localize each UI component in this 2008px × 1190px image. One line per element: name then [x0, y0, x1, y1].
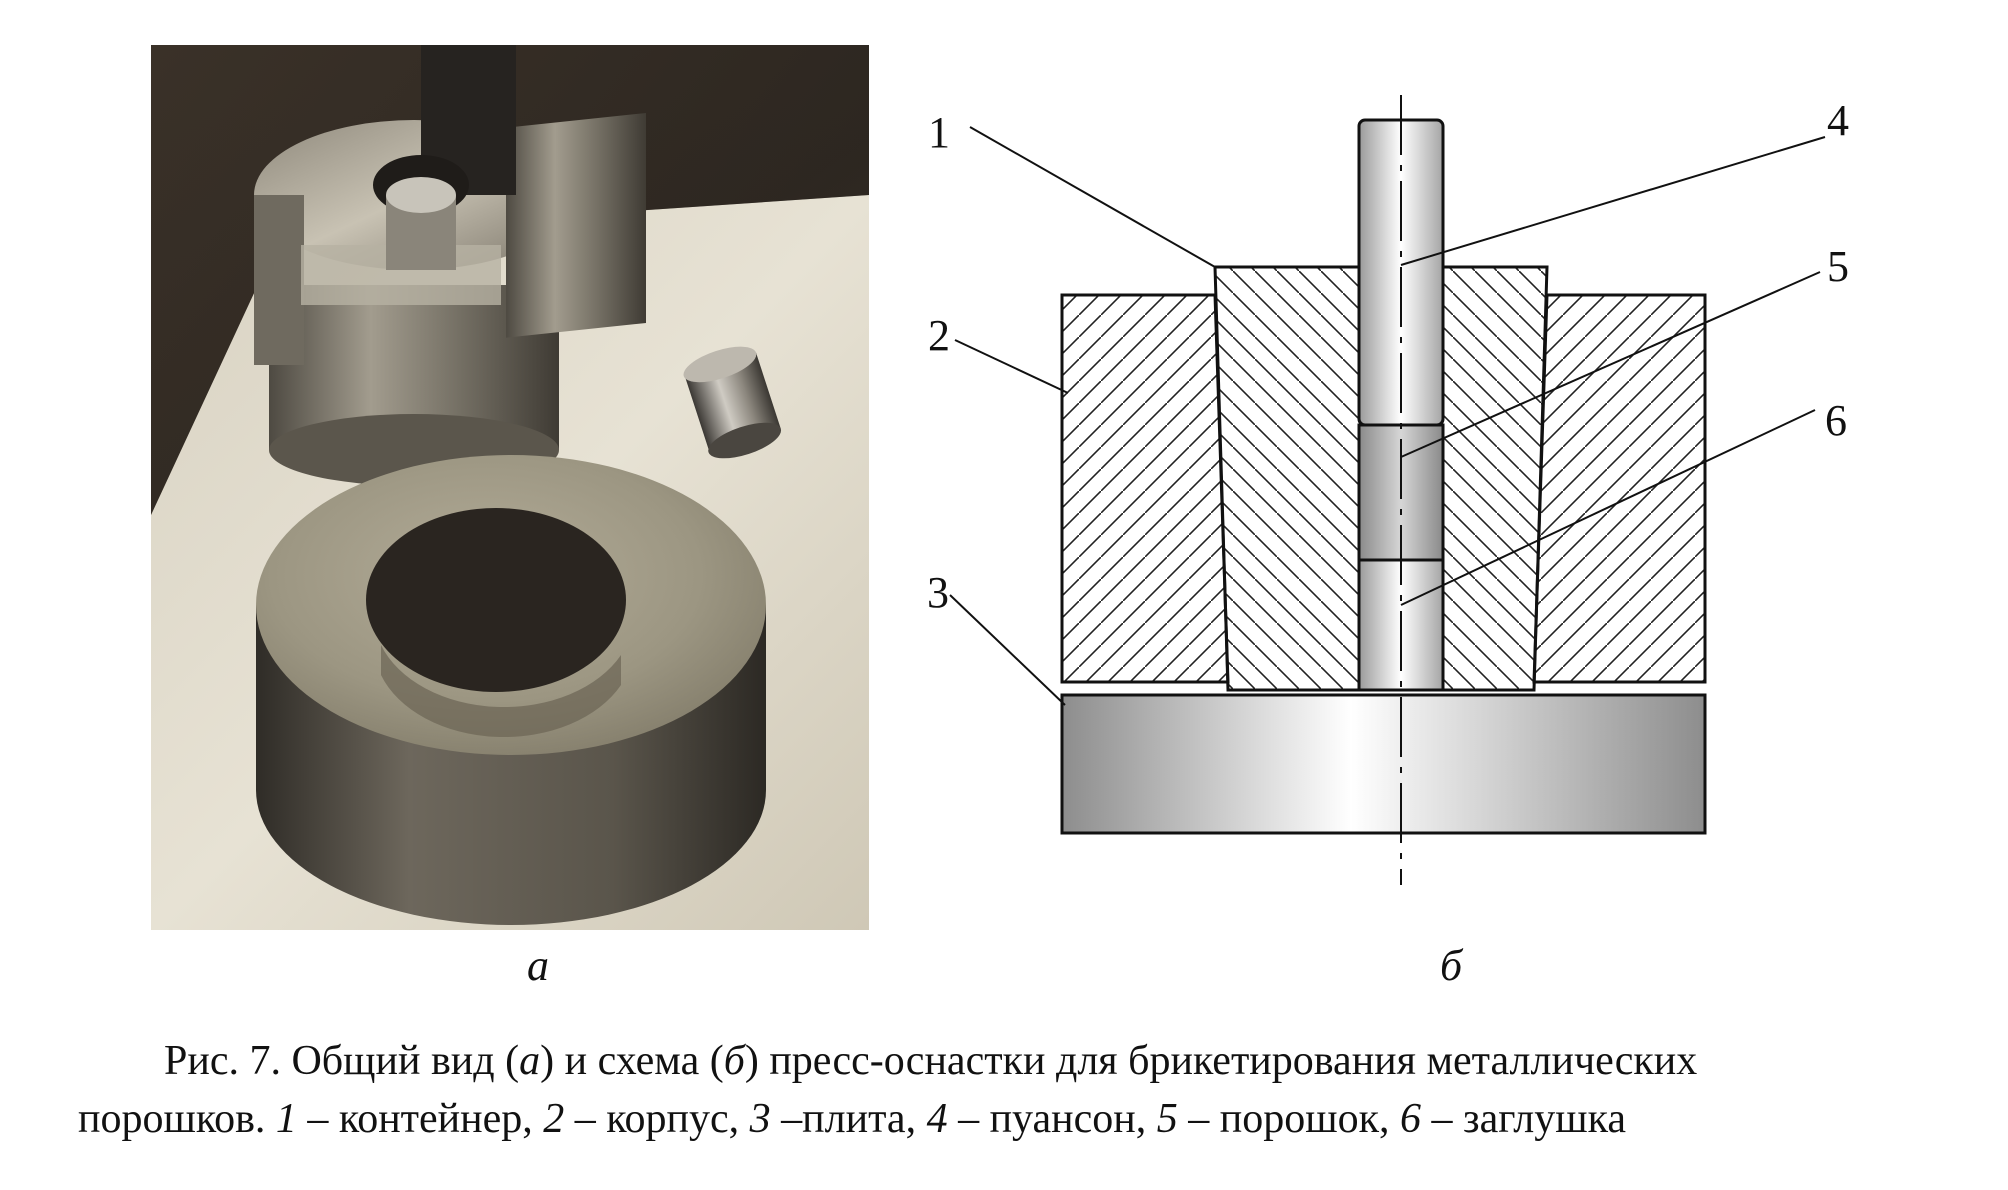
press-tooling-scheme: 1 2 3 4 5 6: [927, 95, 1849, 885]
caption-line-2: порошков. 1 – контейнер, 2 – корпус, 3 –…: [78, 1096, 1627, 1142]
callout-4: 4: [1827, 96, 1849, 145]
press-tooling-photo: [151, 45, 869, 930]
base-plate: [1060, 693, 1707, 835]
callout-2: 2: [928, 311, 950, 360]
panel-a-label: а: [527, 941, 549, 990]
housing: [1060, 293, 1707, 684]
callout-1: 1: [928, 108, 950, 157]
callout-3: 3: [927, 568, 949, 617]
figure-caption: Рис. 7. Общий вид (а) и схема (б) пресс-…: [78, 1032, 1988, 1148]
callout-5: 5: [1827, 242, 1849, 291]
panel-b-label: б: [1440, 941, 1463, 990]
caption-line-1: Рис. 7. Общий вид (а) и схема (б) пресс-…: [164, 1038, 1698, 1084]
leader-lines: [949, 126, 1826, 706]
callout-6: 6: [1825, 396, 1847, 445]
